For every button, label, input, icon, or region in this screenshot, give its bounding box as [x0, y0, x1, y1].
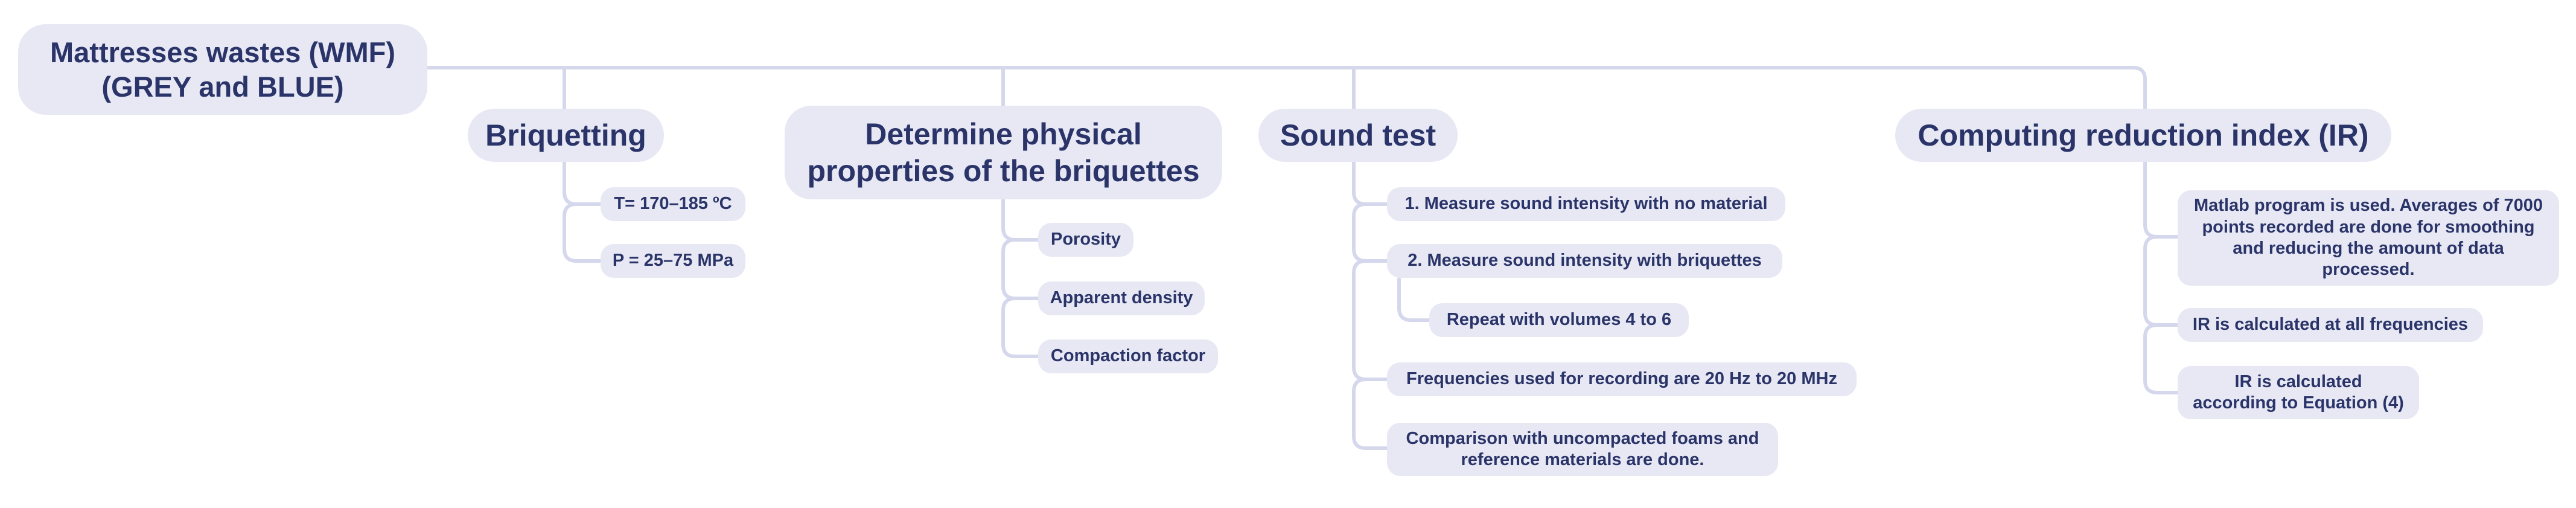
connector-sound-children: [1352, 156, 1389, 450]
leaf-frequencies: Frequencies used for recording are 20 Hz…: [1387, 362, 1857, 396]
leaf-ir-equation: IR is calculated according to Equation (…: [2178, 366, 2419, 419]
connector-physical-children: [1001, 196, 1040, 358]
leaf-repeat-volumes: Repeat with volumes 4 to 6: [1429, 303, 1689, 337]
leaf-porosity: Porosity: [1038, 223, 1133, 257]
branch-briquetting: Briquetting: [468, 109, 664, 162]
connector-repeat: [1397, 277, 1431, 322]
leaf-apparent-density: Apparent density: [1038, 281, 1205, 315]
leaf-temperature: T= 170–185 ºC: [601, 187, 745, 221]
leaf-ir-all-frequencies: IR is calculated at all frequencies: [2178, 308, 2483, 342]
leaf-matlab: Matlab program is used. Averages of 7000…: [2178, 190, 2559, 286]
branch-physical-properties: Determine physical properties of the bri…: [785, 106, 1222, 199]
leaf-with-briquettes: 2. Measure sound intensity with briquett…: [1387, 244, 1782, 278]
connector-root-bus: [426, 66, 2147, 114]
connector-ir-children: [2143, 156, 2179, 394]
leaf-compaction-factor: Compaction factor: [1038, 339, 1218, 373]
branch-computing-ir: Computing reduction index (IR): [1895, 109, 2391, 162]
root-node: Mattresses wastes (WMF) (GREY and BLUE): [18, 24, 427, 115]
leaf-no-material: 1. Measure sound intensity with no mater…: [1387, 187, 1785, 221]
leaf-pressure: P = 25–75 MPa: [601, 244, 745, 278]
branch-sound-test: Sound test: [1258, 109, 1458, 162]
leaf-comparison: Comparison with uncompacted foams and re…: [1387, 423, 1778, 476]
connector-briquetting-children: [563, 156, 602, 263]
